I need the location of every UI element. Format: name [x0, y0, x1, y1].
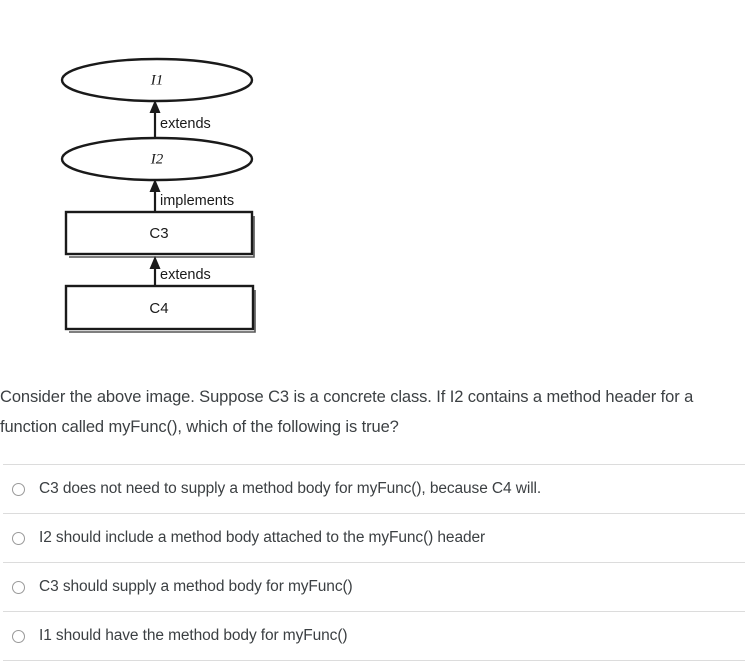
diagram-node-c3: C3: [64, 210, 255, 258]
radio-icon-option-4[interactable]: [12, 629, 25, 643]
diagram-edge-c4-c3-label: extends: [160, 267, 211, 283]
answer-options-list: C3 does not need to supply a method body…: [3, 464, 745, 661]
answer-option-2[interactable]: I2 should include a method body attached…: [3, 514, 745, 563]
diagram-node-i1-label: I1: [150, 72, 164, 88]
answer-option-2-label: I2 should include a method body attached…: [39, 529, 486, 546]
radio-icon-option-3[interactable]: [12, 580, 25, 594]
diagram-node-i1: I1: [60, 57, 254, 103]
answer-option-4-label: I1 should have the method body for myFun…: [39, 627, 348, 644]
diagram-node-c4: C4: [64, 284, 256, 333]
diagram-edge-i2-i1: extends: [149, 100, 211, 138]
question-prompt: Consider the above image. Suppose C3 is …: [0, 387, 694, 436]
answer-option-4[interactable]: I1 should have the method body for myFun…: [3, 612, 745, 661]
diagram-canvas: I1 extends I2 implements C3: [60, 57, 256, 333]
radio-icon-option-1[interactable]: [12, 482, 25, 496]
diagram-node-i2-label: I2: [150, 151, 164, 167]
answer-option-1[interactable]: C3 does not need to supply a method body…: [3, 465, 745, 514]
diagram-node-c4-label: C4: [149, 300, 168, 317]
answer-option-3-label: C3 should supply a method body for myFun…: [39, 578, 353, 595]
diagram-node-c3-label: C3: [149, 225, 168, 242]
inheritance-diagram: I1 extends I2 implements C3: [40, 16, 340, 366]
diagram-edge-c3-i2-label: implements: [160, 193, 234, 209]
radio-icon-option-2[interactable]: [12, 531, 25, 545]
diagram-node-i2: I2: [60, 136, 254, 182]
answer-option-3[interactable]: C3 should supply a method body for myFun…: [3, 563, 745, 612]
answer-option-1-label: C3 does not need to supply a method body…: [39, 480, 542, 497]
diagram-edge-c3-i2: implements: [149, 179, 234, 213]
diagram-edge-i2-i1-label: extends: [160, 116, 211, 132]
diagram-edge-c4-c3: extends: [149, 256, 211, 287]
